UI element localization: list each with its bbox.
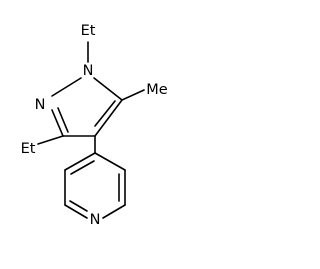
bond-py-n-c5-inner — [69, 200, 88, 212]
ethyl-n1-label: Et — [81, 23, 96, 39]
bond-py-c6-c1-inner — [70, 160, 95, 175]
atom-n2-label: N — [35, 97, 46, 113]
bond-n1-c5 — [93, 77, 123, 101]
methyl-c5-label: Me — [146, 82, 168, 98]
bond-c3-ethyl — [37, 135, 64, 145]
bond-c4-c5 — [94, 99, 123, 137]
ethyl-c3-label: Et — [21, 141, 36, 157]
bond-py-c3-n — [102, 204, 126, 219]
bond-py-c1-c2 — [94, 152, 126, 171]
bond-n2-c3 — [51, 109, 64, 137]
bond-py-c6-c1 — [64, 152, 96, 171]
bond-c5-methyl — [121, 89, 145, 101]
chemical-structure: N N N Et Me Et — [21, 23, 168, 228]
atom-n-pyridine-label: N — [90, 212, 101, 228]
bond-n2-c3-inner — [57, 107, 69, 133]
bond-n1-n2 — [51, 77, 82, 97]
bond-py-n-c5 — [64, 204, 88, 219]
bond-c4-c5-inner — [94, 100, 116, 127]
atom-n1-label: N — [83, 63, 94, 79]
